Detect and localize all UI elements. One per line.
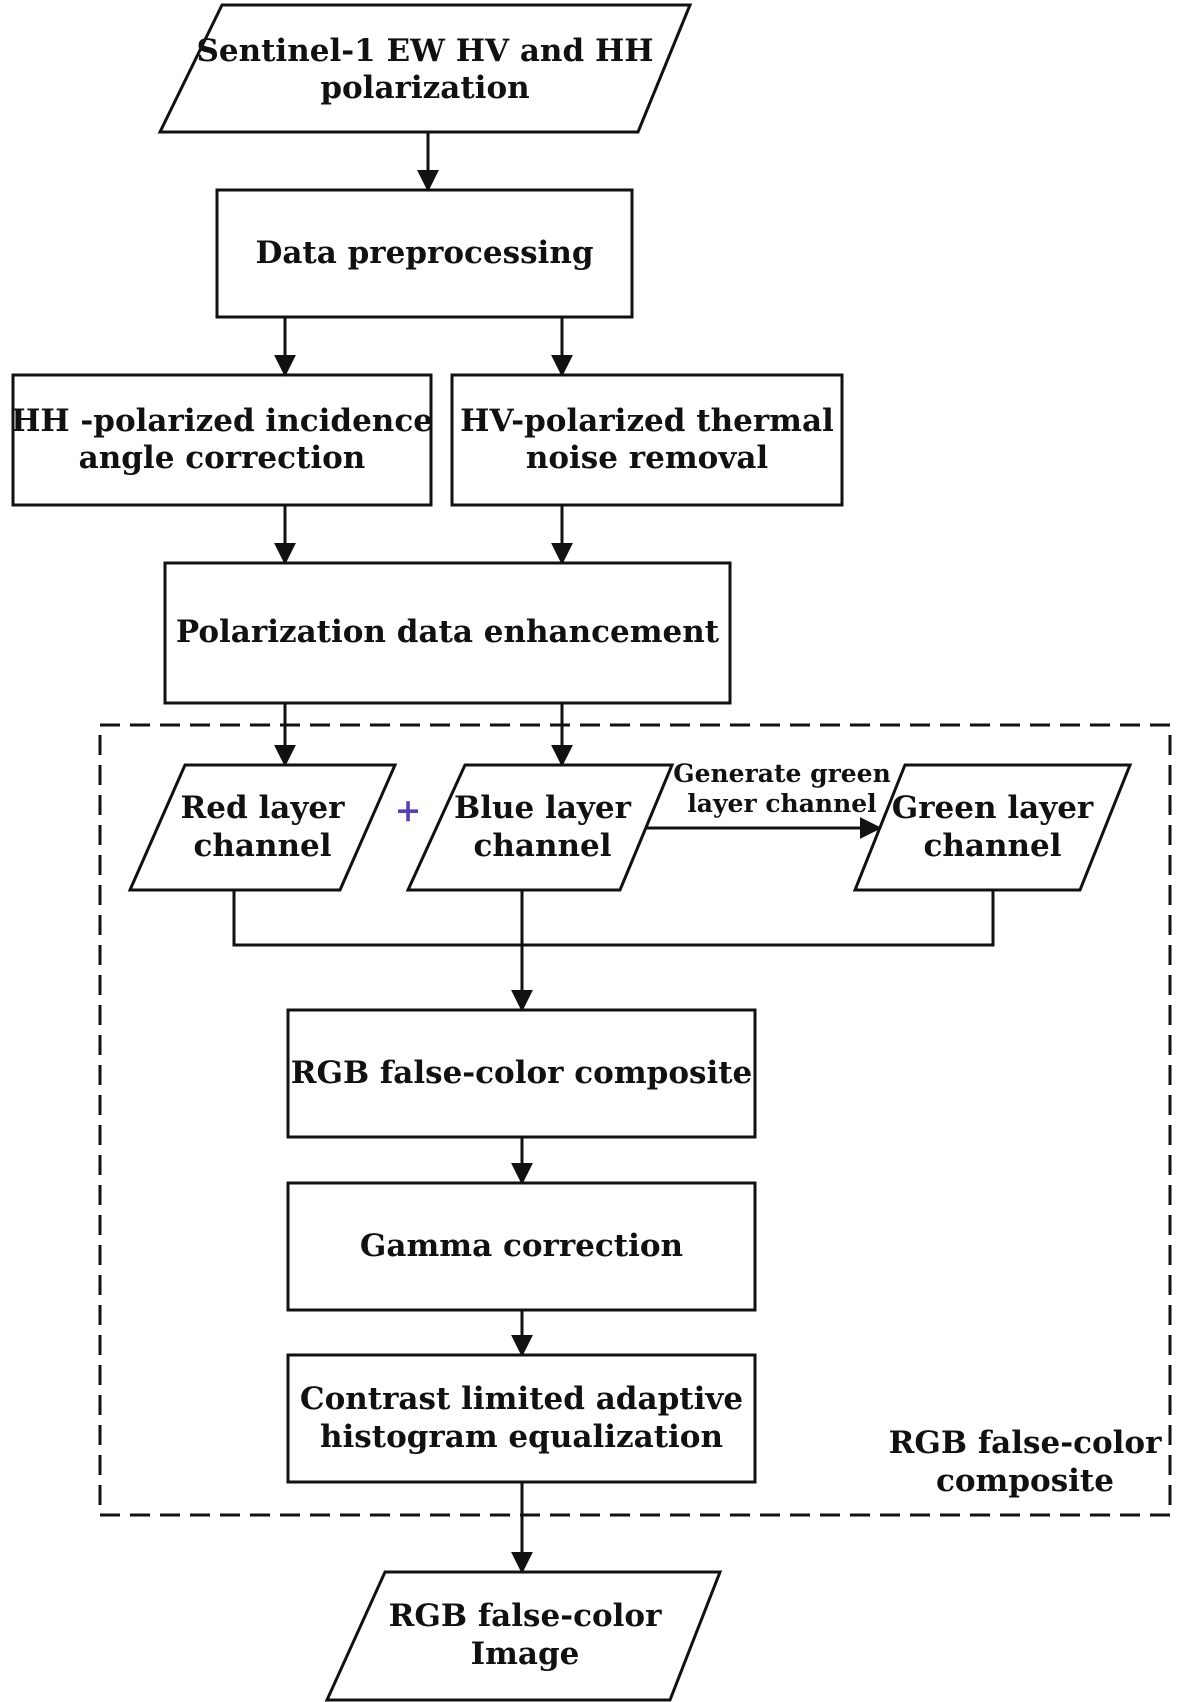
group-label-line2: composite (936, 1462, 1114, 1499)
output-node-line1: RGB false-color (388, 1598, 662, 1635)
rgb-composite-text: RGB false-color composite (290, 1054, 753, 1091)
group-label-line1: RGB false-color (888, 1425, 1162, 1462)
hv-noise-box (450, 373, 844, 507)
plus-symbol: + (393, 790, 423, 829)
hv-noise-line2: noise removal (525, 440, 769, 476)
merge-line-channels (232, 890, 995, 947)
hh-correction-box (11, 373, 433, 507)
clahe-label: Contrast limited adaptive histogram equa… (288, 1355, 755, 1482)
hh-correction-label: HH -polarized incidence angle correction (11, 375, 433, 505)
input-node-line1: Sentinel-1 EW HV and HH (196, 32, 654, 69)
hh-correction-line2: angle correction (78, 440, 366, 476)
clahe-line1: Contrast limited adaptive (299, 1381, 744, 1418)
input-node-shape (157, 3, 693, 134)
red-channel-label: Red layer channel (160, 770, 365, 885)
input-node-label: Sentinel-1 EW HV and HH polarization (170, 15, 680, 125)
green-arrow-line1: Generate green (673, 759, 891, 788)
green-channel-line2: channel (923, 827, 1062, 864)
enhancement-box (163, 561, 732, 705)
red-channel-shape (127, 763, 398, 892)
enhancement-text: Polarization data enhancement (175, 614, 720, 651)
blue-channel-label: Blue layer channel (435, 770, 650, 885)
gamma-text: Gamma correction (359, 1227, 684, 1264)
preprocessing-box (215, 188, 634, 319)
output-node-line2: Image (470, 1635, 580, 1672)
green-arrow-label: Generate green layer channel (672, 754, 892, 824)
green-channel-line1: Green layer (891, 790, 1094, 827)
rgb-composite-box (286, 1008, 757, 1139)
group-label: RGB false-color composite (885, 1415, 1165, 1510)
preprocessing-text: Data preprocessing (255, 234, 594, 271)
hv-noise-label: HV-polarized thermal noise removal (452, 375, 842, 505)
plus-symbol-text: + (394, 790, 422, 829)
clahe-line2: histogram equalization (319, 1418, 724, 1455)
output-node-shape (324, 1570, 723, 1702)
blue-channel-line2: channel (473, 827, 612, 864)
red-channel-line1: Red layer (180, 790, 345, 827)
rgb-composite-label: RGB false-color composite (288, 1010, 755, 1137)
green-channel-label: Green layer channel (880, 770, 1105, 885)
green-channel-shape (852, 763, 1133, 892)
red-channel-line2: channel (193, 827, 332, 864)
gamma-label: Gamma correction (288, 1183, 755, 1310)
preprocessing-label: Data preprocessing (217, 190, 632, 317)
hv-noise-line1: HV-polarized thermal (460, 402, 834, 439)
enhancement-label: Polarization data enhancement (165, 563, 730, 703)
input-node-line2: polarization (320, 70, 530, 106)
output-node-label: RGB false-color Image (355, 1578, 695, 1693)
hh-correction-line1: HH -polarized incidence (11, 402, 433, 439)
blue-channel-shape (405, 763, 675, 892)
green-arrow-line2: layer channel (687, 789, 877, 818)
blue-channel-line1: Blue layer (454, 790, 631, 827)
